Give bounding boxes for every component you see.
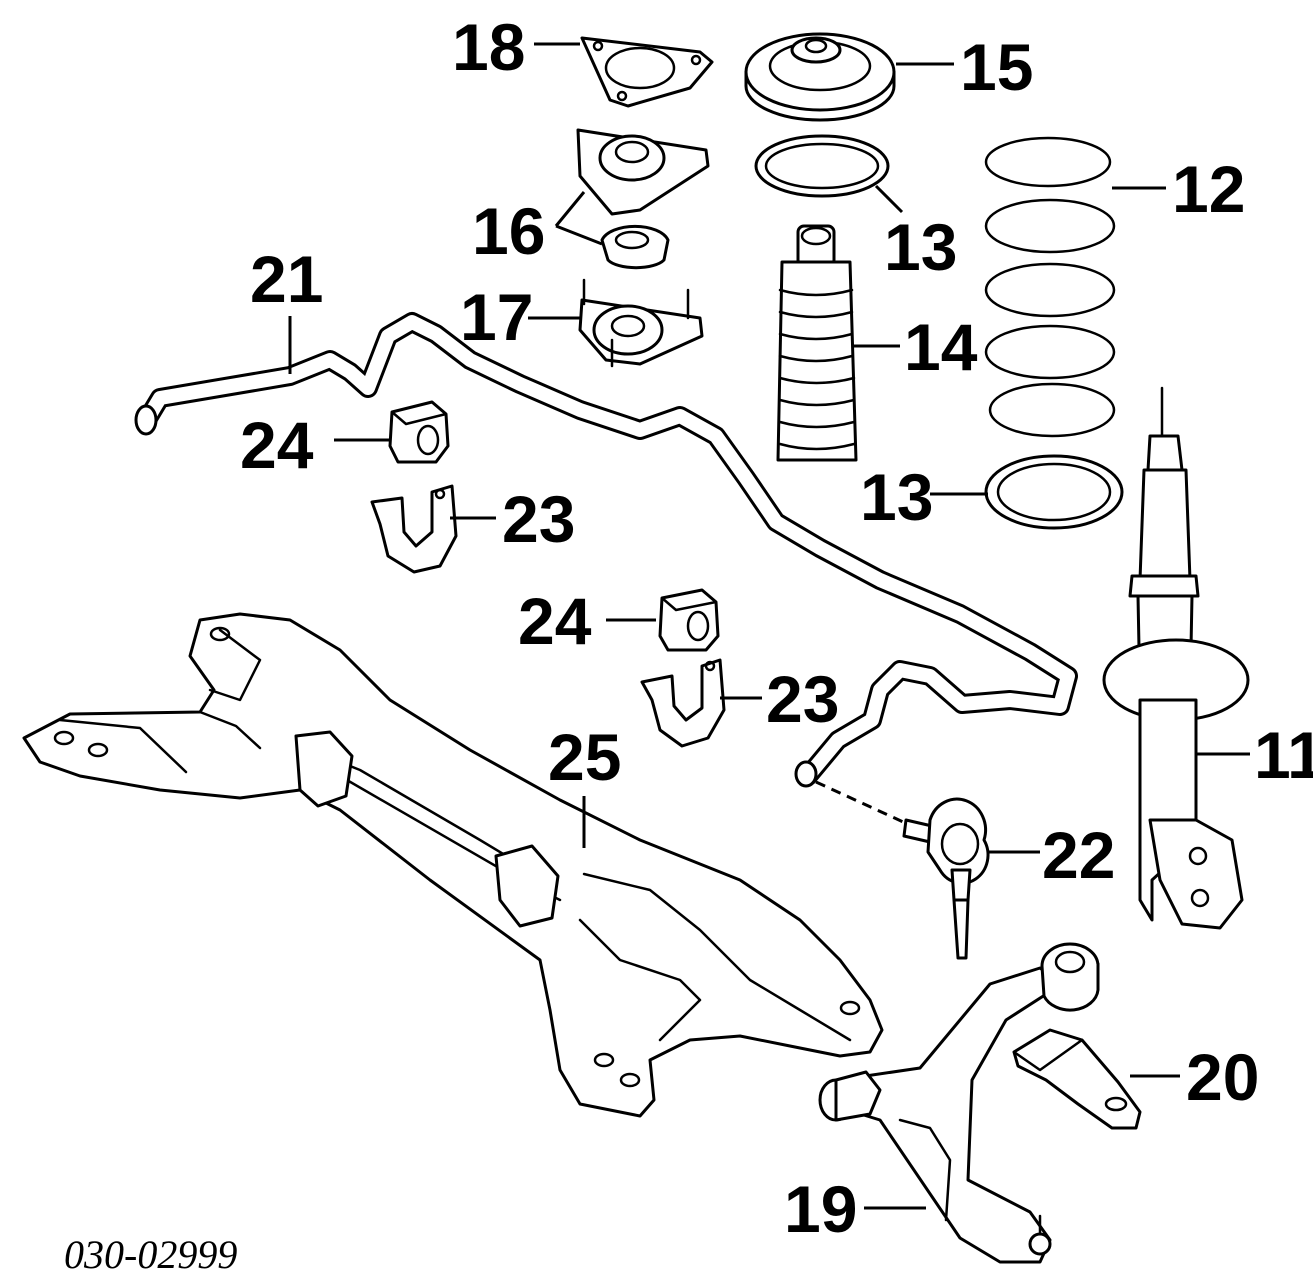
part-24-bushing-lower <box>658 588 720 652</box>
label-19: 19 <box>784 1172 857 1246</box>
label-20: 20 <box>1186 1040 1259 1114</box>
part-18-mount-plate <box>580 36 714 108</box>
diagram-code: 030-02999 <box>64 1232 237 1277</box>
part-17-lower-mount <box>578 278 704 368</box>
label-15: 15 <box>960 30 1033 104</box>
label-13-upper: 13 <box>884 210 957 284</box>
part-19-lower-control-arm <box>818 942 1100 1264</box>
part-20-bracket <box>1012 1028 1142 1130</box>
label-17: 17 <box>460 280 533 354</box>
label-25: 25 <box>548 720 621 794</box>
part-14-dust-boot <box>776 224 858 462</box>
part-23-bracket-upper <box>370 484 458 574</box>
part-24-bushing-upper <box>388 400 450 464</box>
part-16-strut-mount <box>576 128 710 270</box>
part-13-upper-insulator <box>754 134 890 198</box>
label-11: 11 <box>1254 718 1313 792</box>
label-24-upper: 24 <box>240 408 314 482</box>
label-24-lower: 24 <box>518 584 592 658</box>
leader-lines <box>288 42 1250 1210</box>
label-23-upper: 23 <box>502 482 575 556</box>
part-15-spring-seat <box>744 32 896 122</box>
label-13-lower: 13 <box>860 460 933 534</box>
label-12: 12 <box>1172 152 1245 226</box>
label-16: 16 <box>472 194 545 268</box>
label-14: 14 <box>904 310 978 384</box>
part-12-coil-spring <box>984 136 1116 438</box>
part-13-lower-insulator <box>984 454 1124 530</box>
part-11-strut <box>1102 386 1250 930</box>
label-23-lower: 23 <box>766 662 839 736</box>
part-21-stabilizer-bar <box>134 312 1078 788</box>
part-22-stabilizer-link <box>815 780 990 960</box>
part-labels: 18 15 12 16 13 21 17 14 24 13 23 24 23 2… <box>240 10 1313 1246</box>
part-23-bracket-lower <box>640 658 726 748</box>
label-21: 21 <box>250 242 323 316</box>
part-25-subframe <box>22 612 884 1118</box>
label-18: 18 <box>452 10 525 84</box>
label-22: 22 <box>1042 818 1115 892</box>
